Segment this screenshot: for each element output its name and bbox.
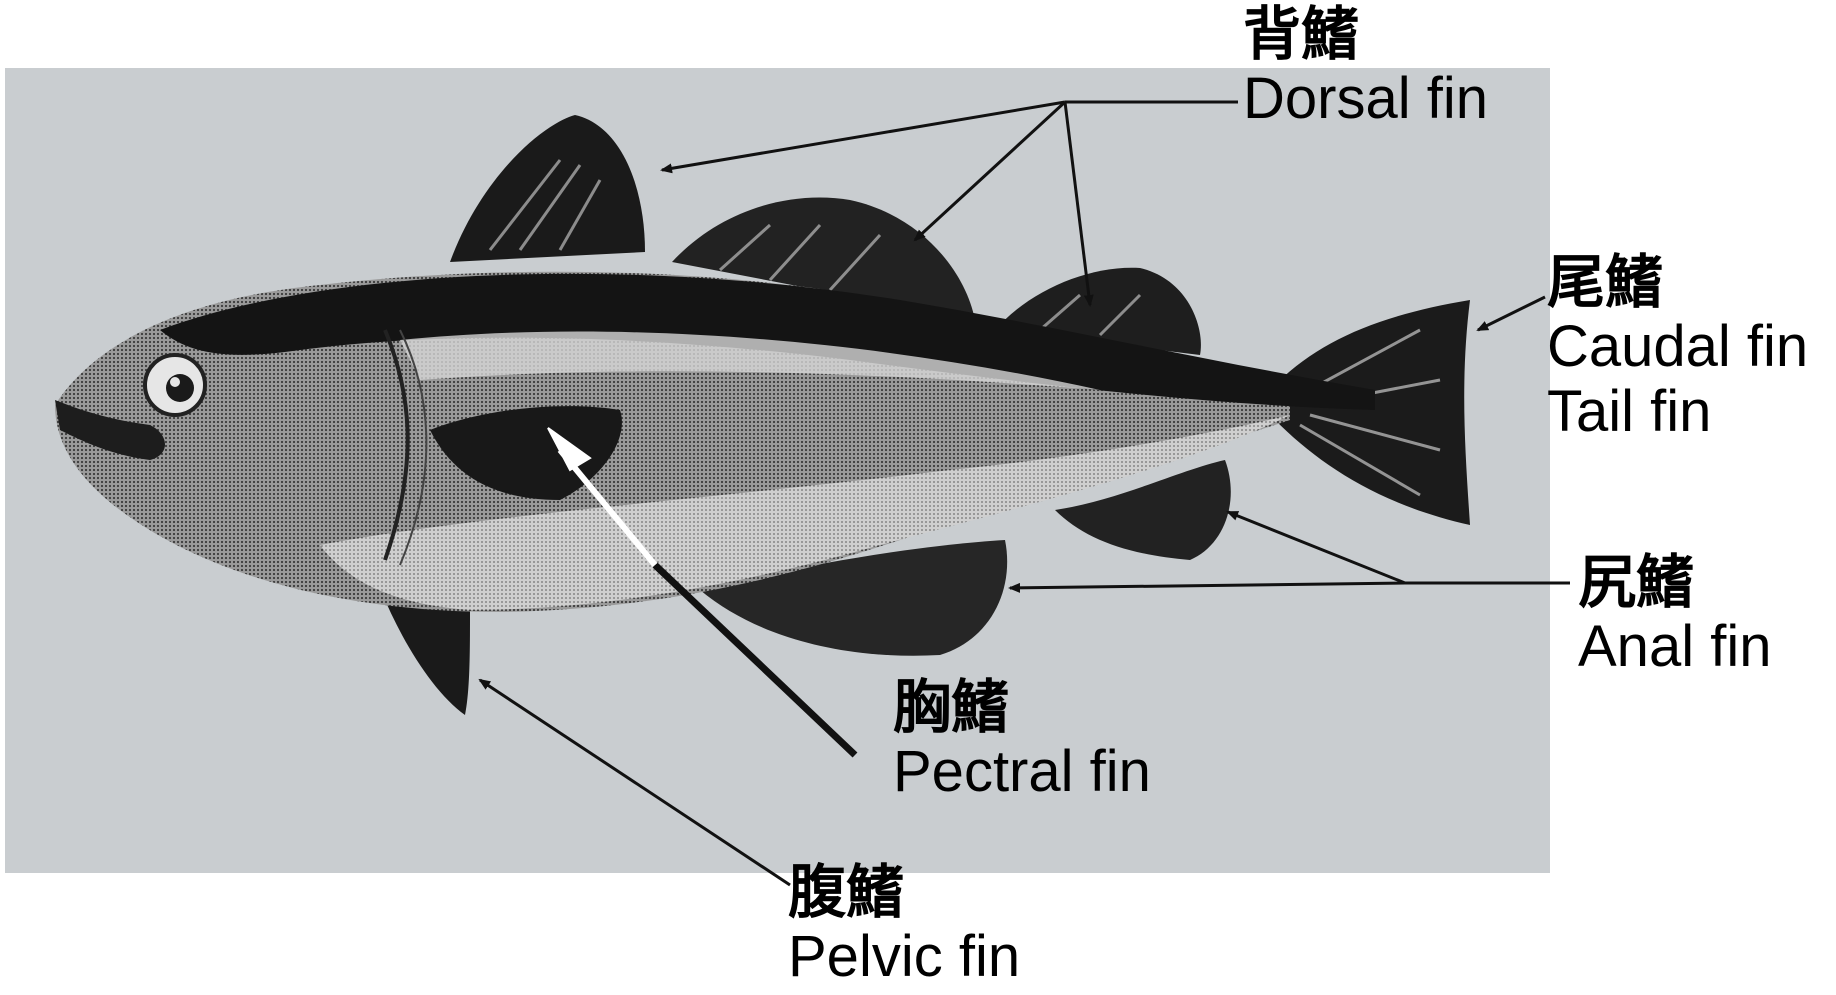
pectoral-fin-label-en: Pectral fin [893, 740, 1151, 805]
caudal-fin-label: 尾鰭 Caudal fin Tail fin [1547, 250, 1808, 445]
anal-fin-label: 尻鰭 Anal fin [1578, 550, 1771, 680]
caudal-fin-label-zh: 尾鰭 [1547, 250, 1808, 315]
pupil [166, 374, 194, 402]
pectoral-fin-label: 胸鰭 Pectral fin [893, 675, 1151, 805]
dorsal-fin-label-en: Dorsal fin [1243, 67, 1488, 132]
pelvic-fin-label-zh: 腹鰭 [788, 860, 1020, 925]
tail-fin-label-en: Tail fin [1547, 380, 1808, 445]
dorsal-fin-label-zh: 背鰭 [1243, 2, 1488, 67]
eye-highlight [170, 377, 180, 387]
anal-fin-label-zh: 尻鰭 [1578, 550, 1771, 615]
pelvic-fin-label-en: Pelvic fin [788, 925, 1020, 990]
caudal-fin-label-en: Caudal fin [1547, 315, 1808, 380]
pectoral-fin-label-zh: 胸鰭 [893, 675, 1151, 740]
anal-fin-label-en: Anal fin [1578, 615, 1771, 680]
pelvic-fin-label: 腹鰭 Pelvic fin [788, 860, 1020, 990]
dorsal-fin-label: 背鰭 Dorsal fin [1243, 2, 1488, 132]
